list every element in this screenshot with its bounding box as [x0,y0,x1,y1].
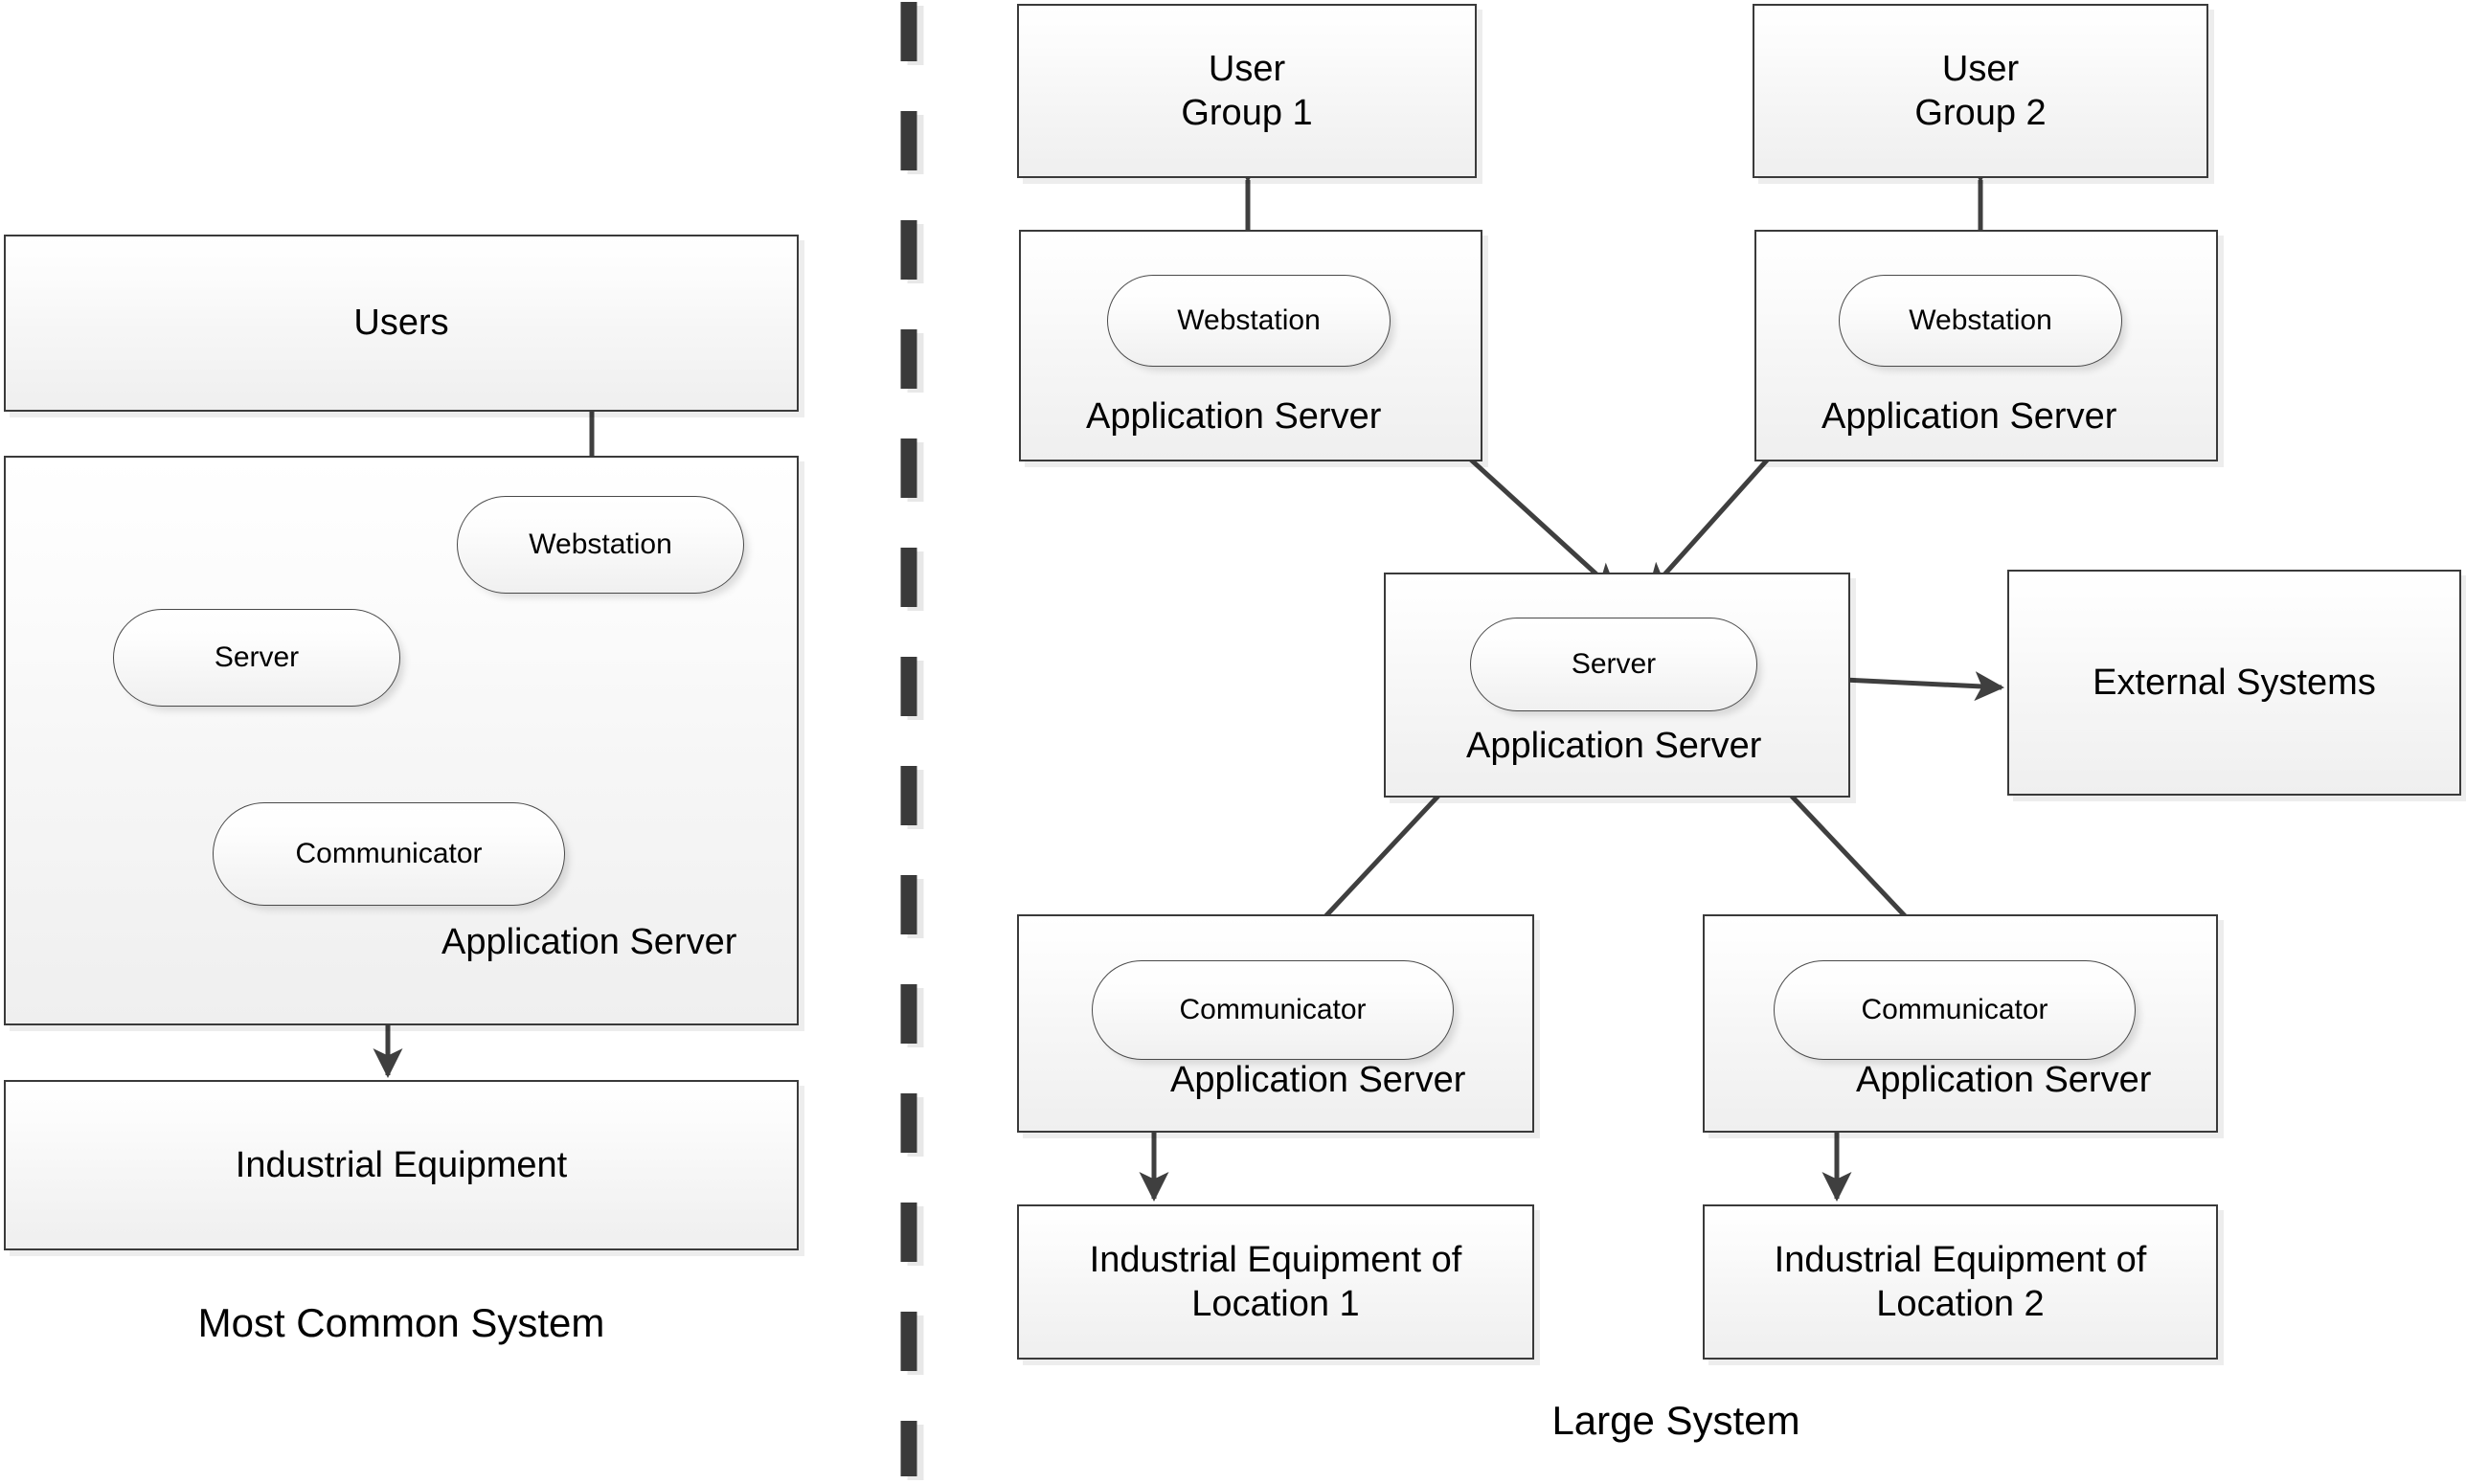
user-group-1-label: User Group 1 [1181,48,1313,133]
webstation-1-pill[interactable]: Webstation [1107,275,1391,367]
industrial-equipment-location-1-label: Industrial Equipment of Location 1 [1089,1239,1462,1324]
user-group-2-label: User Group 2 [1914,48,2047,133]
industrial-equipment-location-1-box[interactable]: Industrial Equipment of Location 1 [1017,1204,1534,1360]
left-application-server-label: Application Server [441,922,737,962]
central-application-server-label: Application Server [1466,726,1762,766]
webstation-2-label: Webstation [1909,304,2052,336]
users-box-label: Users [353,303,449,344]
external-systems-box[interactable]: External Systems [2007,570,2461,796]
left-industrial-equipment-label: Industrial Equipment [235,1144,568,1185]
users-box[interactable]: Users [4,235,799,412]
left-server-label: Server [214,641,300,673]
webstation-1-application-server-label: Application Server [1086,396,1382,437]
webstation-2-pill[interactable]: Webstation [1839,275,2122,367]
webstation-1-label: Webstation [1177,304,1321,336]
left-system-caption: Most Common System [197,1300,605,1345]
communicator-1-application-server-label: Application Server [1170,1060,1466,1100]
left-industrial-equipment-box[interactable]: Industrial Equipment [4,1080,799,1250]
industrial-equipment-location-2-box[interactable]: Industrial Equipment of Location 2 [1703,1204,2218,1360]
external-systems-label: External Systems [2093,662,2376,703]
user-group-1-box[interactable]: User Group 1 [1017,4,1477,178]
communicator-1-label: Communicator [1179,994,1367,1025]
communicator-1-pill[interactable]: Communicator [1092,960,1454,1060]
industrial-equipment-location-2-label: Industrial Equipment of Location 2 [1774,1239,2147,1324]
central-server-pill[interactable]: Server [1470,618,1757,711]
section-divider-icon [900,2,924,1480]
left-webstation-pill[interactable]: Webstation [457,496,744,594]
left-communicator-label: Communicator [295,838,483,869]
left-server-pill[interactable]: Server [113,609,400,707]
communicator-2-pill[interactable]: Communicator [1774,960,2136,1060]
user-group-2-box[interactable]: User Group 2 [1753,4,2208,178]
left-webstation-label: Webstation [529,528,672,560]
webstation-2-application-server-label: Application Server [1821,396,2117,437]
right-system-caption: Large System [1551,1398,1800,1443]
communicator-2-label: Communicator [1861,994,2048,1025]
communicator-2-application-server-label: Application Server [1856,1060,2152,1100]
central-server-label: Server [1571,648,1657,680]
left-communicator-pill[interactable]: Communicator [213,802,565,906]
